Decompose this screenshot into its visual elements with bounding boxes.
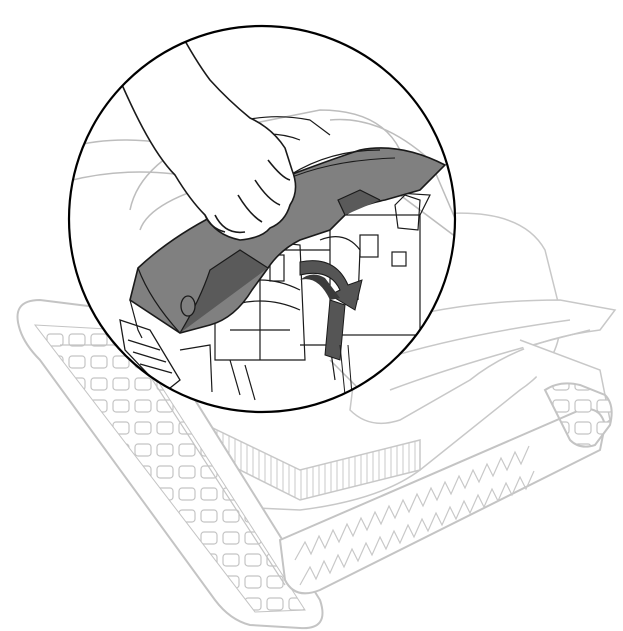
rotate-arrow-icon [299,260,363,311]
right-track [543,382,613,448]
hand-icon [119,26,297,241]
left-track [16,298,324,630]
filter-basket [324,299,353,396]
magnified-callout [67,24,457,414]
latch-icon [180,295,196,317]
callout-ring [67,24,457,414]
callout-interior [69,26,455,401]
front-panel [119,319,181,393]
